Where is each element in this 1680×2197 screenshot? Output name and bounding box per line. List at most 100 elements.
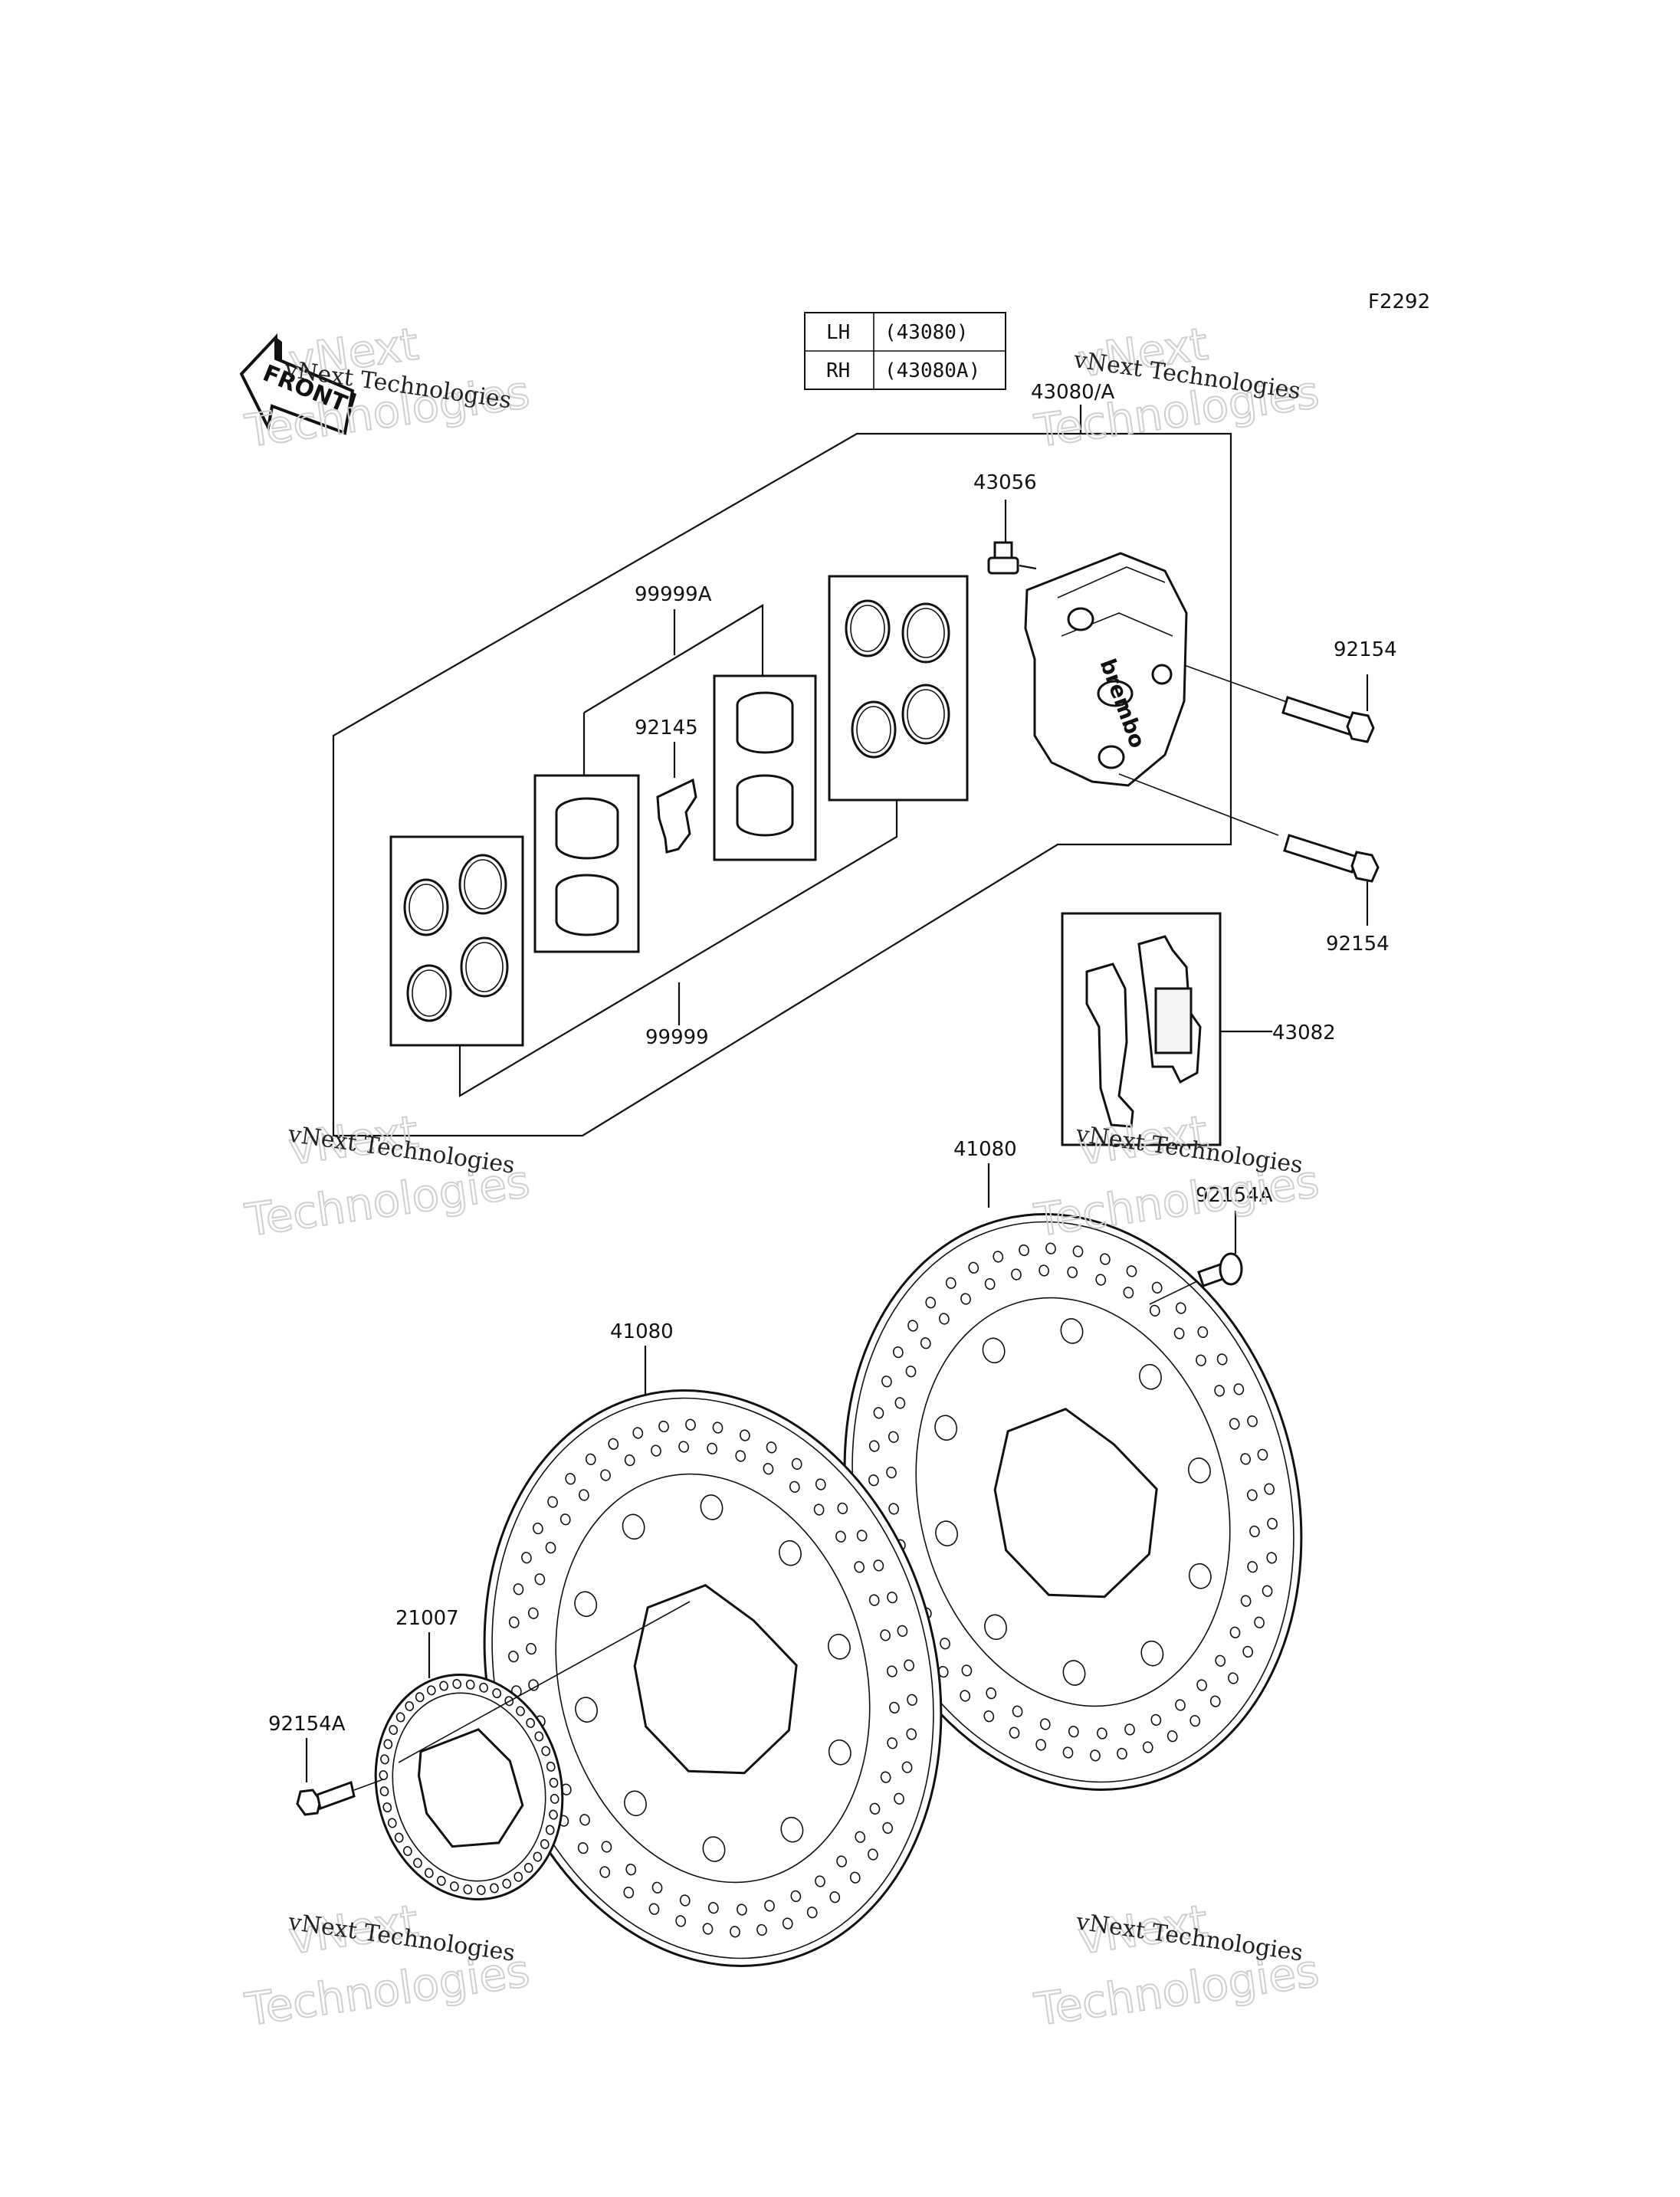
disc-perforation-dot bbox=[737, 1904, 747, 1916]
disc-perforation-dot bbox=[1240, 1453, 1251, 1465]
sensor-slot bbox=[541, 1746, 551, 1756]
disc-perforation-dot bbox=[528, 1679, 539, 1691]
disc-rivet-hole bbox=[1139, 1363, 1162, 1390]
disc-rivet-hole bbox=[1060, 1318, 1084, 1344]
brake-caliper: brembo bbox=[1024, 552, 1188, 787]
disc-perforation-dot bbox=[1175, 1302, 1186, 1314]
disc-perforation-dot bbox=[624, 1454, 635, 1467]
disc-perforation-dot bbox=[1009, 1726, 1020, 1739]
disc-perforation-dot bbox=[1229, 1418, 1240, 1430]
sensor-slot bbox=[395, 1712, 405, 1723]
disc-perforation-dot bbox=[960, 1690, 971, 1702]
disc-perforation-dot bbox=[868, 1474, 879, 1487]
disc-perforation-dot bbox=[888, 1431, 899, 1443]
disc-perforation-dot bbox=[1189, 1715, 1201, 1727]
sensor-slot bbox=[514, 1871, 523, 1882]
sensor-slot bbox=[463, 1884, 473, 1895]
disc-perforation-dot bbox=[702, 1923, 714, 1935]
disc-perforation-dot bbox=[856, 1530, 868, 1542]
disc-perforation-dot bbox=[894, 1397, 906, 1409]
disc-perforation-dot bbox=[534, 1573, 546, 1585]
disc-perforation-dot bbox=[712, 1421, 724, 1434]
label-bolt-upper: 92154 bbox=[1334, 638, 1397, 661]
label-seal-kit: 99999 bbox=[645, 1026, 709, 1049]
disc-perforation-dot bbox=[1233, 1383, 1245, 1395]
disc-perforation-dot bbox=[521, 1552, 532, 1564]
disc-perforation-dot bbox=[1267, 1517, 1278, 1530]
disc-perforation-dot bbox=[1197, 1326, 1209, 1339]
brake-disc-right bbox=[843, 1213, 1303, 1791]
sensor-slot bbox=[550, 1793, 559, 1804]
disc-perforation-dot bbox=[835, 1530, 846, 1543]
variant-table: LH (43080) RH (43080A) bbox=[804, 312, 1006, 390]
disc-perforation-dot bbox=[906, 1728, 917, 1740]
variant-side-rh: RH bbox=[826, 359, 850, 382]
disc-perforation-dot bbox=[1216, 1353, 1228, 1366]
sensor-slot bbox=[526, 1717, 536, 1728]
label-brake-pads: 43082 bbox=[1272, 1021, 1336, 1044]
disc-perforation-dot bbox=[813, 1503, 825, 1516]
sensor-slot bbox=[476, 1884, 486, 1895]
sensor-slot bbox=[479, 1682, 488, 1693]
sensor-slot bbox=[450, 1881, 459, 1892]
disc-perforation-dot bbox=[707, 1442, 718, 1454]
sensor-slot bbox=[389, 1724, 399, 1735]
disc-rivet-hole bbox=[575, 1697, 598, 1723]
disc-rivet-hole bbox=[828, 1634, 851, 1660]
sensor-slot bbox=[549, 1809, 558, 1820]
label-bolt-lower: 92154 bbox=[1326, 933, 1390, 956]
abs-sensor-rotor bbox=[374, 1673, 564, 1901]
disc-perforation-dot bbox=[658, 1420, 669, 1433]
sensor-slot bbox=[549, 1777, 559, 1788]
watermark-mid-right: vNext Technologies vNext Technologies bbox=[1031, 1105, 1323, 1248]
disc-perforation-dot bbox=[815, 1875, 825, 1887]
disc-rivet-hole bbox=[982, 1337, 1006, 1364]
sensor-slot bbox=[540, 1839, 550, 1850]
disc-perforation-dot bbox=[625, 1863, 637, 1876]
disc-perforation-dot bbox=[1100, 1253, 1111, 1265]
disc-perforation-dot bbox=[887, 1665, 897, 1677]
caliper-bolt-upper bbox=[1281, 696, 1375, 743]
disc-perforation-dot bbox=[806, 1907, 818, 1919]
disc-rivet-hole bbox=[828, 1739, 851, 1766]
disc-perforation-dot bbox=[849, 1871, 861, 1884]
sensor-slot bbox=[424, 1867, 434, 1878]
disc-perforation-dot bbox=[1151, 1281, 1163, 1294]
disc-perforation-dot bbox=[608, 1438, 619, 1450]
disc-rivet-hole bbox=[622, 1513, 645, 1540]
label-disc-left: 41080 bbox=[610, 1320, 674, 1343]
disc-perforation-dot bbox=[1166, 1730, 1178, 1743]
sensor-slot bbox=[379, 1770, 389, 1781]
sensor-slot bbox=[413, 1858, 422, 1868]
disc-perforation-dot bbox=[678, 1441, 689, 1453]
disc-perforation-dot bbox=[623, 1886, 635, 1899]
disc-perforation-dot bbox=[791, 1458, 802, 1471]
watermark-bottom-left: vNext Technologies vNext Technologies bbox=[241, 1894, 533, 2037]
watermark-bottom-right: vNext Technologies vNext Technologies bbox=[1031, 1894, 1323, 2037]
sensor-slot bbox=[405, 1700, 415, 1711]
disc-perforation-dot bbox=[960, 1293, 971, 1305]
disc-perforation-dot bbox=[559, 1513, 571, 1526]
sensor-slot bbox=[502, 1878, 512, 1889]
sensor-slot bbox=[492, 1688, 502, 1699]
piston-icon bbox=[555, 797, 619, 860]
disc-perforation-dot bbox=[887, 1737, 898, 1749]
disc-perforation-dot bbox=[1262, 1585, 1273, 1597]
disc-perforation-dot bbox=[1045, 1242, 1056, 1254]
disc-perforation-dot bbox=[1072, 1245, 1084, 1258]
disc-perforation-dot bbox=[892, 1346, 904, 1359]
disc-perforation-dot bbox=[1249, 1525, 1260, 1538]
sensor-slot bbox=[402, 1846, 412, 1857]
disc-perforation-dot bbox=[907, 1320, 918, 1332]
sensor-slot bbox=[490, 1883, 499, 1894]
disc-perforation-dot bbox=[730, 1926, 740, 1938]
disc-perforation-dot bbox=[905, 1366, 917, 1378]
disc-perforation-dot bbox=[1228, 1672, 1239, 1684]
disc-rivet-hole bbox=[780, 1816, 804, 1843]
disc-perforation-dot bbox=[894, 1792, 904, 1805]
pad-spring-icon bbox=[656, 778, 697, 854]
disc-rivet-hole bbox=[935, 1520, 958, 1546]
disc-perforation-dot bbox=[675, 1915, 686, 1927]
disc-perforation-dot bbox=[577, 1841, 589, 1854]
disc-perforation-dot bbox=[585, 1453, 596, 1465]
